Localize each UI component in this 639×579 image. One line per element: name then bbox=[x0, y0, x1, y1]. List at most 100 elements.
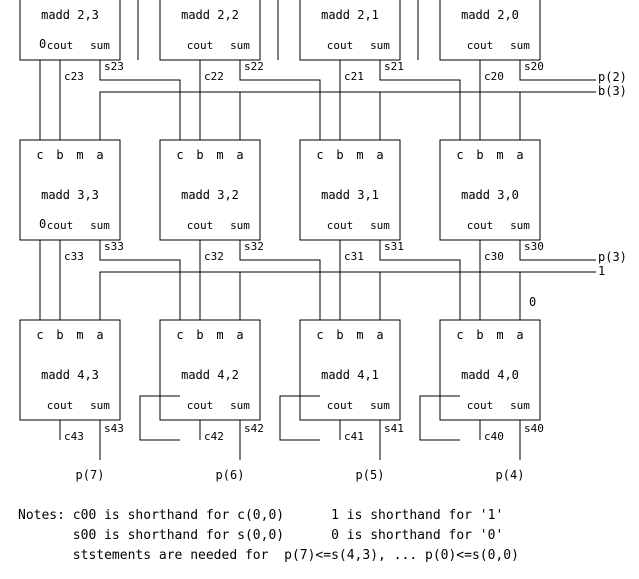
port-label-sum: sum bbox=[230, 219, 250, 232]
final-output-p(5): p(5) bbox=[356, 468, 385, 482]
port-label-cout: cout bbox=[187, 219, 214, 232]
port-label-c: c bbox=[176, 148, 183, 162]
sum-label-s32: s32 bbox=[244, 240, 264, 253]
port-label-m: m bbox=[216, 148, 223, 162]
port-label-b: b bbox=[196, 328, 203, 342]
sum-output-wire bbox=[519, 60, 596, 81]
note-zero: 0 is shorthand for '0' bbox=[331, 528, 504, 543]
port-label-sum: sum bbox=[90, 219, 110, 232]
madd-cell-title: madd 2,3 bbox=[41, 8, 99, 22]
carry-label-c31: c31 bbox=[344, 250, 364, 263]
madd-cell-box bbox=[159, 0, 261, 61]
port-label-a: a bbox=[376, 328, 383, 342]
port-label-a: a bbox=[96, 148, 103, 162]
broadcast-bus bbox=[99, 271, 596, 320]
sum-label-s22: s22 bbox=[244, 60, 264, 73]
broadcast-label: 1 bbox=[598, 264, 605, 278]
sum-wire bbox=[379, 240, 461, 320]
madd-cell-title: madd 4,0 bbox=[461, 368, 519, 382]
port-label-cout: cout bbox=[467, 219, 494, 232]
port-label-b: b bbox=[196, 148, 203, 162]
row-output-label-p(2): p(2) bbox=[598, 70, 627, 84]
sum-output-wire bbox=[519, 240, 596, 261]
port-label-sum: sum bbox=[230, 399, 250, 412]
row-output-label-p(3): p(3) bbox=[598, 250, 627, 264]
sum-label-s40: s40 bbox=[524, 422, 544, 435]
port-label-a: a bbox=[236, 328, 243, 342]
port-label-b: b bbox=[476, 148, 483, 162]
madd-cell-box bbox=[19, 139, 121, 241]
port-label-cout: cout bbox=[467, 399, 494, 412]
carry-label-c21: c21 bbox=[344, 70, 364, 83]
broadcast-bus bbox=[99, 91, 596, 140]
madd-cell-box bbox=[159, 139, 261, 241]
sum-label-s23: s23 bbox=[104, 60, 124, 73]
port-label-cout: cout bbox=[187, 39, 214, 52]
port-label-sum: sum bbox=[370, 219, 390, 232]
note-s00: s00 is shorthand for s(0,0) bbox=[72, 528, 285, 543]
carry-loop-wire bbox=[279, 395, 320, 441]
sum-label-s20: s20 bbox=[524, 60, 544, 73]
right-constant-label: 0 bbox=[529, 295, 536, 309]
note-c00: c00 is shorthand for c(0,0) bbox=[72, 508, 285, 523]
notes-prefix: Notes: bbox=[18, 508, 65, 523]
madd-cell-title: madd 4,3 bbox=[41, 368, 99, 382]
sum-label-s33: s33 bbox=[104, 240, 124, 253]
port-label-c: c bbox=[316, 148, 323, 162]
carry-label-c32: c32 bbox=[204, 250, 224, 263]
madd-cell-title: madd 2,0 bbox=[461, 8, 519, 22]
port-label-cout: cout bbox=[47, 39, 74, 52]
sum-wire bbox=[379, 60, 461, 140]
carry-label-c23: c23 bbox=[64, 70, 84, 83]
madd-cell-box bbox=[19, 0, 121, 61]
madd-cell-box bbox=[299, 319, 401, 421]
port-label-b: b bbox=[56, 328, 63, 342]
port-label-m: m bbox=[356, 148, 363, 162]
port-label-cout: cout bbox=[327, 219, 354, 232]
port-label-sum: sum bbox=[510, 39, 530, 52]
sum-label-s41: s41 bbox=[384, 422, 404, 435]
carry-label-c30: c30 bbox=[484, 250, 504, 263]
port-label-cout: cout bbox=[327, 399, 354, 412]
madd-cell-title: madd 3,2 bbox=[181, 188, 239, 202]
carry-label-c40: c40 bbox=[484, 430, 504, 443]
carry-label-c22: c22 bbox=[204, 70, 224, 83]
left-constant-label: 0 bbox=[39, 217, 46, 231]
sum-label-s43: s43 bbox=[104, 422, 124, 435]
final-output-p(7): p(7) bbox=[76, 468, 105, 482]
sum-wire bbox=[239, 240, 321, 320]
port-label-sum: sum bbox=[370, 399, 390, 412]
sum-label-s21: s21 bbox=[384, 60, 404, 73]
madd-cell-title: madd 3,0 bbox=[461, 188, 519, 202]
port-label-c: c bbox=[456, 148, 463, 162]
madd-cell-title: madd 3,3 bbox=[41, 188, 99, 202]
sum-wire bbox=[99, 60, 181, 140]
port-label-c: c bbox=[36, 148, 43, 162]
carry-label-c20: c20 bbox=[484, 70, 504, 83]
carry-label-c42: c42 bbox=[204, 430, 224, 443]
port-label-sum: sum bbox=[510, 399, 530, 412]
port-label-b: b bbox=[476, 328, 483, 342]
port-label-sum: sum bbox=[90, 39, 110, 52]
madd-cell-title: madd 2,2 bbox=[181, 8, 239, 22]
carry-loop-wire bbox=[139, 395, 180, 441]
port-label-c: c bbox=[36, 328, 43, 342]
madd-cell-box bbox=[159, 319, 261, 421]
carry-label-c41: c41 bbox=[344, 430, 364, 443]
sum-label-s30: s30 bbox=[524, 240, 544, 253]
carry-loop-wire bbox=[419, 395, 460, 441]
port-label-sum: sum bbox=[230, 39, 250, 52]
port-label-a: a bbox=[516, 148, 523, 162]
sum-label-s31: s31 bbox=[384, 240, 404, 253]
port-label-sum: sum bbox=[510, 219, 530, 232]
left-constant-label: 0 bbox=[39, 37, 46, 51]
madd-cell-box bbox=[299, 0, 401, 61]
carry-label-c43: c43 bbox=[64, 430, 84, 443]
madd-cell-box bbox=[439, 0, 541, 61]
madd-cell-box bbox=[439, 139, 541, 241]
port-label-m: m bbox=[76, 148, 83, 162]
port-label-a: a bbox=[236, 148, 243, 162]
madd-cell-box bbox=[439, 319, 541, 421]
port-label-c: c bbox=[316, 328, 323, 342]
